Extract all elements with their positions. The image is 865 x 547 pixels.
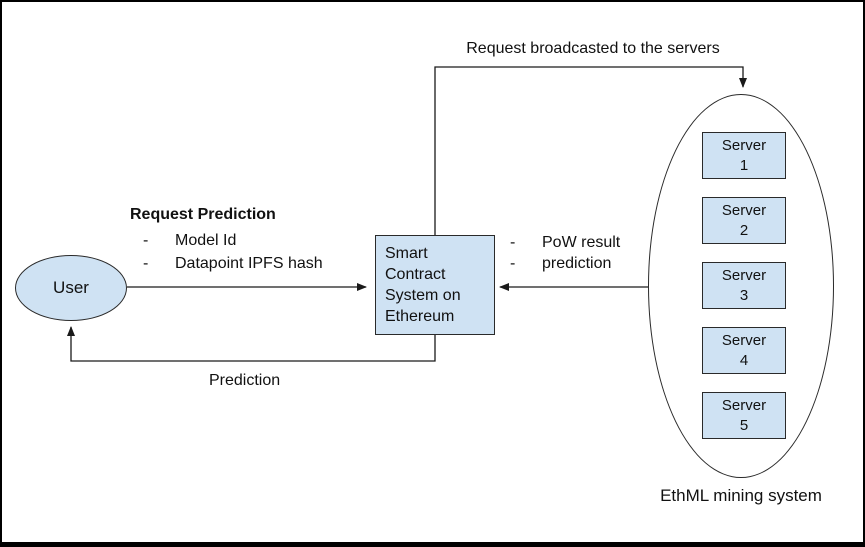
server-name: Server xyxy=(721,266,767,284)
bullet-dash: - xyxy=(143,232,149,249)
server-number: 1 xyxy=(739,156,749,174)
list-item-text: prediction xyxy=(542,255,612,272)
smart-contract-label-line: Ethereum xyxy=(385,308,455,325)
ethml-system-caption: EthML mining system xyxy=(660,486,822,505)
server-number: 5 xyxy=(739,416,749,434)
server-name: Server xyxy=(721,396,767,414)
list-item: - Datapoint IPFS hash xyxy=(143,252,323,275)
smart-contract-node: Smart Contract System on Ethereum xyxy=(375,235,495,335)
smart-contract-label-line: Contract xyxy=(385,266,446,283)
user-node: User xyxy=(15,255,127,321)
server-name: Server xyxy=(721,331,767,349)
list-item: - PoW result xyxy=(510,232,620,253)
server-number: 2 xyxy=(739,221,749,239)
server-name: Server xyxy=(721,136,767,154)
mining-system-ellipse xyxy=(648,94,834,478)
prediction-arrow-label: Prediction xyxy=(209,372,281,389)
server-name: Server xyxy=(721,201,767,219)
smart-contract-label-line: Smart xyxy=(385,245,428,262)
list-item-text: Datapoint IPFS hash xyxy=(175,255,323,272)
request-prediction-list: - Model Id - Datapoint IPFS hash xyxy=(143,229,323,275)
server-number: 3 xyxy=(739,286,749,304)
list-item-text: Model Id xyxy=(175,232,237,249)
bullet-dash: - xyxy=(510,234,516,251)
server-2-node: Server 2 xyxy=(702,197,786,244)
list-item: - prediction xyxy=(510,253,620,274)
user-node-label: User xyxy=(53,278,89,297)
request-prediction-title: Request Prediction xyxy=(130,206,276,223)
server-4-node: Server 4 xyxy=(702,327,786,374)
list-item-text: PoW result xyxy=(542,234,621,251)
broadcast-arrow-label: Request broadcasted to the servers xyxy=(466,40,720,57)
list-item: - Model Id xyxy=(143,229,323,252)
bullet-dash: - xyxy=(510,255,516,272)
pow-result-list: - PoW result - prediction xyxy=(510,232,620,274)
smart-contract-label-line: System on xyxy=(385,287,461,304)
server-1-node: Server 1 xyxy=(702,132,786,179)
server-number: 4 xyxy=(739,351,749,369)
arrow-contract-to-user xyxy=(67,326,436,362)
server-5-node: Server 5 xyxy=(702,392,786,439)
bullet-dash: - xyxy=(143,255,149,272)
server-3-node: Server 3 xyxy=(702,262,786,309)
arrow-contract-to-servers xyxy=(434,66,747,235)
